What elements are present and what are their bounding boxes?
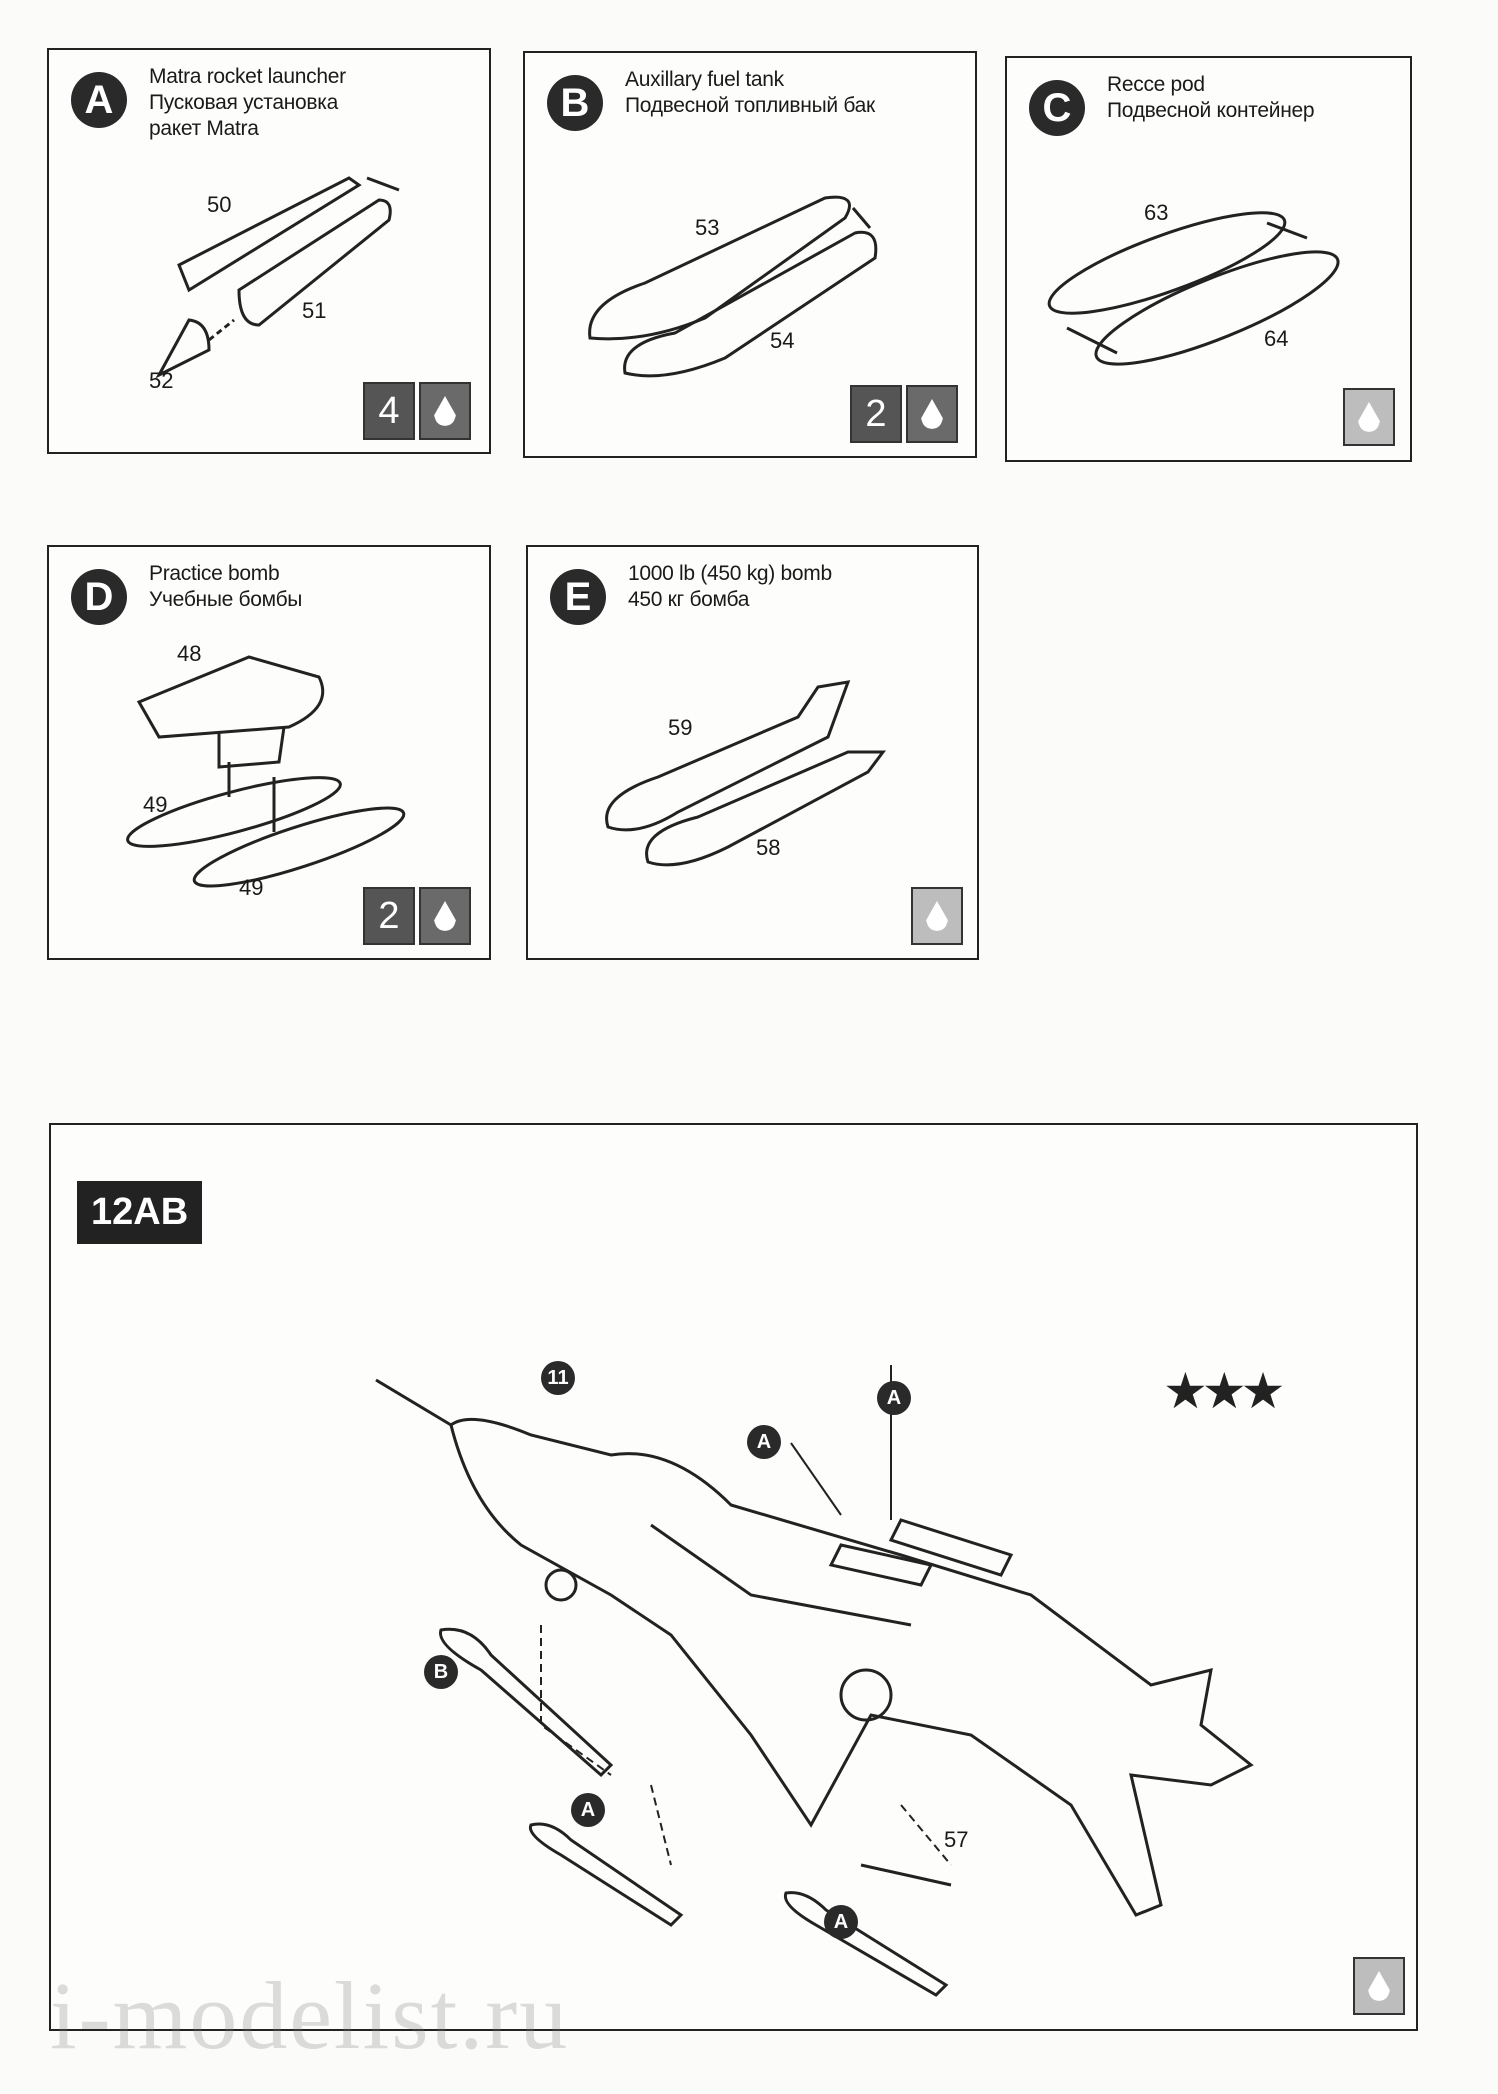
part-number: 49 xyxy=(143,792,168,817)
panel-badge: A xyxy=(71,72,127,128)
callout-panel-a: A xyxy=(877,1381,911,1415)
callout-panel-b: B xyxy=(424,1655,458,1689)
glue-icon xyxy=(1343,388,1395,446)
glue-icon xyxy=(419,887,471,945)
quantity-badge: 2 xyxy=(850,385,902,443)
part-number: 59 xyxy=(668,715,693,740)
part-number: 51 xyxy=(302,298,327,323)
part-number: 49 xyxy=(239,875,264,900)
difficulty-stars: ★★★ xyxy=(1163,1363,1286,1419)
part-number: 50 xyxy=(207,192,232,217)
part-number: 53 xyxy=(695,215,720,240)
panel-badge: C xyxy=(1029,80,1085,136)
part-number: 64 xyxy=(1264,326,1289,351)
quantity-badge: 4 xyxy=(363,382,415,440)
fuel-tank-drawing xyxy=(588,195,878,378)
part-number: 58 xyxy=(756,835,781,860)
quantity-badge: 2 xyxy=(363,887,415,945)
panel-badge: D xyxy=(71,569,127,625)
callout-part-11: 11 xyxy=(541,1361,575,1395)
glue-icon xyxy=(1353,1957,1405,2015)
panel-badge: E xyxy=(550,569,606,625)
aircraft-assembly-drawing xyxy=(375,1365,1254,1997)
glue-icon xyxy=(419,382,471,440)
part-number: 48 xyxy=(177,641,202,666)
watermark: i-modelist.ru xyxy=(50,1962,570,2069)
glue-icon xyxy=(911,887,963,945)
step-number: 12AB xyxy=(77,1181,203,1244)
part-number: 52 xyxy=(149,368,174,393)
recce-pod-drawing xyxy=(1047,211,1340,366)
panel-badge: B xyxy=(547,75,603,131)
step-12ab-panel: 12AB ★★★ 11 A A B A A 57 xyxy=(49,1123,1418,2031)
practice-bomb-drawing xyxy=(126,655,406,888)
glue-icon xyxy=(906,385,958,443)
rocket-launcher-drawing xyxy=(155,176,400,379)
callout-panel-a: A xyxy=(571,1793,605,1827)
part-number: 57 xyxy=(944,1827,969,1852)
part-number: 54 xyxy=(770,328,795,353)
part-number: 63 xyxy=(1144,200,1169,225)
bomb-drawing xyxy=(605,680,886,867)
callout-panel-a: A xyxy=(824,1905,858,1939)
callout-panel-a: A xyxy=(747,1425,781,1459)
